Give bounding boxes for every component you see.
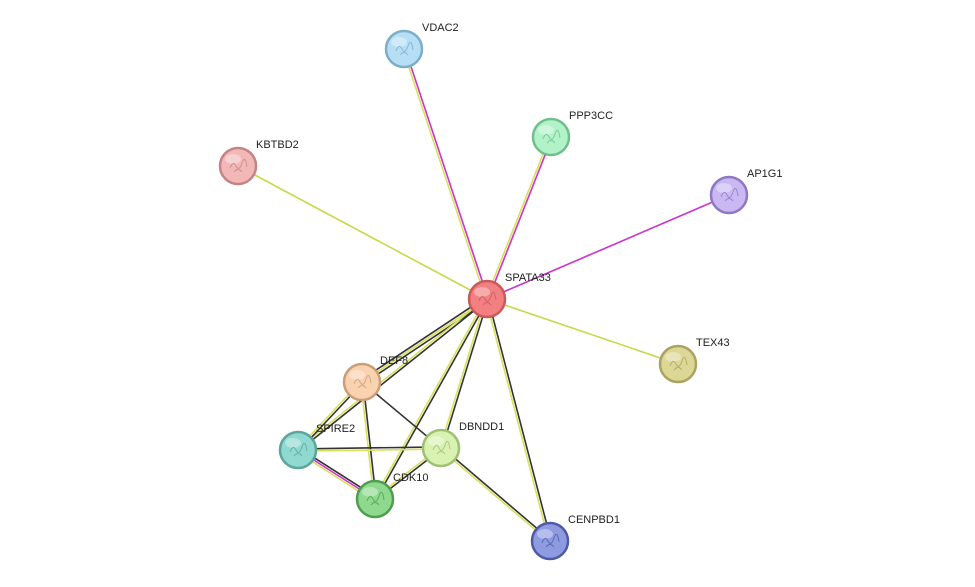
node-label: SPIRE2 [316,423,355,435]
node-circle[interactable] [658,344,698,384]
edges-layer [237,48,730,543]
node-highlight [391,37,407,47]
edge-evidence-line [485,299,550,542]
edge-spata33-tex43[interactable] [486,298,679,365]
node-label: DEF8 [380,355,408,367]
edge-evidence-line [441,446,552,541]
node-spata33[interactable]: SPATA33 [467,272,551,319]
node-vdac2[interactable]: VDAC2 [384,22,459,69]
node-dbndd1[interactable]: DBNDD1 [421,421,504,468]
node-label: SPATA33 [505,272,551,284]
edge-evidence-line [439,448,550,543]
node-spire2[interactable]: SPIRE2 [278,423,355,470]
edge-spire2-dbndd1[interactable] [297,446,442,452]
edge-spata33-ap1g1[interactable] [486,194,730,300]
edge-evidence-line [361,298,488,383]
edge-spata33-dbndd1[interactable] [439,298,489,449]
node-highlight [225,154,241,164]
edge-evidence-line [360,296,487,381]
edge-evidence-line [486,298,679,365]
edge-evidence-line [441,299,489,449]
edge-spata33-cdk10[interactable] [373,298,489,500]
node-circle[interactable] [384,29,424,69]
protein-structure-icon [289,442,308,457]
node-circle[interactable] [467,279,507,319]
edge-evidence-line [297,446,441,450]
node-ap1g1[interactable]: AP1G1 [709,168,782,215]
node-highlight [538,125,554,135]
node-circle[interactable] [709,175,749,215]
edge-evidence-line [362,300,489,385]
protein-structure-icon [353,374,372,389]
node-highlight [428,436,444,446]
protein-structure-icon [229,158,248,173]
protein-structure-icon [395,41,414,56]
edge-evidence-line [298,448,442,452]
edge-spata33-spire2[interactable] [296,297,489,452]
edge-evidence-line [439,298,487,448]
node-ppp3cc[interactable]: PPP3CC [531,110,613,157]
node-highlight [362,487,378,497]
node-label: DBNDD1 [459,421,504,433]
node-label: VDAC2 [422,22,459,34]
edge-evidence-line [485,136,551,299]
edge-evidence-line [486,194,730,300]
edge-spata33-ppp3cc[interactable] [485,136,553,300]
node-def8[interactable]: DEF8 [342,355,408,402]
node-highlight [665,352,681,362]
edge-evidence-line [487,298,552,541]
node-highlight [285,438,301,448]
protein-structure-icon [541,533,560,548]
node-highlight [537,529,553,539]
edge-evidence-line [487,137,553,300]
protein-structure-icon [366,491,385,506]
edge-evidence-line [237,165,488,300]
node-label: TEX43 [696,337,730,349]
edge-evidence-line [298,299,489,452]
protein-structure-icon [478,291,497,306]
edge-spata33-vdac2[interactable] [402,48,489,300]
node-circle[interactable] [421,428,461,468]
node-kbtbd2[interactable]: KBTBD2 [218,139,299,186]
node-cdk10[interactable]: CDK10 [355,472,428,519]
protein-structure-icon [542,129,561,144]
node-circle[interactable] [531,117,571,157]
node-label: AP1G1 [747,168,782,180]
edge-evidence-line [296,297,487,450]
node-highlight [716,183,732,193]
node-circle[interactable] [355,479,395,519]
edge-spata33-def8[interactable] [360,296,489,385]
node-highlight [349,370,365,380]
protein-structure-icon [432,440,451,455]
node-label: CDK10 [393,472,428,484]
node-circle[interactable] [278,430,318,470]
edge-dbndd1-cenpbd1[interactable] [439,446,552,543]
edge-evidence-line [404,48,489,299]
node-circle[interactable] [342,362,382,402]
node-highlight [474,287,490,297]
edge-evidence-line [402,49,487,300]
edge-spata33-cenpbd1[interactable] [485,298,552,542]
node-label: KBTBD2 [256,139,299,151]
edge-spata33-kbtbd2[interactable] [237,165,488,300]
edge-evidence-line [375,299,489,500]
node-label: CENPBD1 [568,514,620,526]
edge-evidence-line [360,382,375,500]
edge-def8-cdk10[interactable] [360,381,377,500]
node-tex43[interactable]: TEX43 [658,337,730,384]
edge-evidence-line [373,298,487,499]
node-circle[interactable] [218,146,258,186]
node-cenpbd1[interactable]: CENPBD1 [530,514,620,561]
node-circle[interactable] [530,521,570,561]
edge-evidence-line [362,381,377,499]
protein-structure-icon [720,187,739,202]
protein-structure-icon [669,356,688,371]
node-label: PPP3CC [569,110,613,122]
